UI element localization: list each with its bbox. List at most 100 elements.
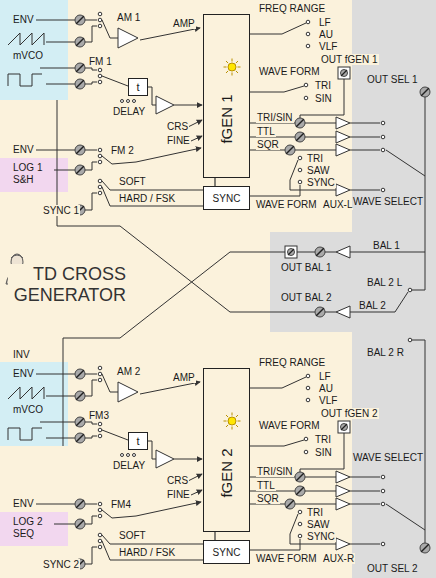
jack-symbol	[420, 87, 430, 97]
jack-body	[295, 132, 305, 142]
panel-label: SAW	[306, 165, 330, 176]
panel-ground	[0, 158, 68, 192]
wire	[350, 477, 380, 478]
wire	[325, 312, 336, 313]
panel-label: FINE	[166, 489, 191, 500]
wire	[85, 193, 97, 210]
switch-contact	[408, 288, 412, 292]
jack-body	[75, 391, 85, 401]
wire	[350, 504, 380, 505]
jack-symbol	[75, 37, 85, 47]
jack-symbol	[75, 417, 85, 427]
amplifier-symbol	[336, 485, 350, 497]
amplifier-symbol	[156, 450, 174, 468]
panel-label: AM 1	[116, 12, 141, 23]
wire	[290, 514, 336, 544]
panel-label: WAVE FORM	[255, 199, 318, 210]
amplifier-symbol	[336, 498, 350, 510]
switch-contact	[98, 148, 102, 152]
switch-contact	[98, 160, 102, 164]
wire	[85, 374, 97, 375]
wire	[350, 150, 380, 151]
wire	[412, 290, 425, 291]
amplifier-symbol	[336, 184, 350, 196]
panel-label: ENV	[12, 498, 35, 509]
wire	[46, 396, 75, 397]
jack-symbol	[75, 63, 85, 73]
switch-contact	[381, 188, 385, 192]
generator-block: fGEN 2	[203, 368, 250, 532]
switch-contact	[306, 20, 310, 24]
wire	[305, 491, 336, 492]
switch-contact	[306, 44, 310, 48]
jack-body	[75, 499, 85, 509]
input-name: mVCO	[12, 404, 44, 415]
block-name: fGEN 2	[219, 448, 235, 497]
amplifier-symbol	[336, 117, 350, 129]
switch-contact	[306, 398, 310, 402]
jack-slash	[76, 166, 84, 174]
panel-label: WAVE FORM	[255, 553, 318, 564]
switch-contact	[98, 508, 102, 512]
panel-label: WAVE SELECT	[352, 196, 424, 207]
switch-contact	[98, 191, 102, 195]
lamp-ray	[236, 425, 238, 427]
block-name: SYNC	[213, 193, 241, 204]
jack-body	[75, 63, 85, 73]
wire	[85, 68, 97, 70]
jack-slash	[76, 520, 84, 528]
square-wave-icon	[8, 74, 42, 86]
jack-slash	[286, 500, 294, 508]
jack-body	[295, 486, 305, 496]
input-name: mVCO	[12, 50, 44, 61]
panel-label: WAVE SELECT	[352, 452, 424, 463]
jack-slash	[76, 392, 84, 400]
amplifier-symbol	[156, 96, 174, 114]
control-arrow	[136, 148, 201, 162]
wire	[350, 544, 380, 545]
switch-contact	[121, 454, 124, 457]
panel-label: CRS	[166, 121, 189, 132]
socket-body	[341, 70, 348, 77]
jack-symbol	[75, 391, 85, 401]
wire	[54, 524, 75, 525]
lamp-ray	[226, 71, 228, 73]
lamp-ray	[238, 421, 241, 422]
jack-slash	[296, 119, 304, 127]
panel-label: FREQ RANGE	[258, 3, 326, 14]
jack-symbol	[285, 145, 295, 155]
switch-contact	[304, 450, 308, 454]
switch-contact	[98, 68, 102, 72]
wire	[46, 42, 75, 43]
wire	[290, 160, 336, 190]
lamp-ray	[236, 61, 238, 63]
jack-body	[295, 118, 305, 128]
lamp-ray	[226, 61, 228, 63]
switch-contact	[298, 156, 302, 160]
switch-contact	[381, 148, 385, 152]
wire	[148, 441, 156, 459]
panel-label: INV	[12, 349, 31, 360]
panel-label: BAL 1	[372, 240, 401, 251]
signal-connector	[214, 178, 215, 186]
block-name: t	[136, 436, 139, 447]
amplifier-symbol	[336, 144, 350, 156]
jack-symbol	[75, 165, 85, 175]
panel-label: TRI	[306, 153, 324, 164]
saw-wave-icon	[8, 33, 44, 45]
control-arrow	[140, 382, 200, 394]
jack-symbol	[75, 79, 85, 89]
lamp-ray	[232, 413, 233, 416]
panel-label: DELAY	[112, 106, 146, 117]
wire	[102, 187, 203, 206]
jack-body	[75, 15, 85, 25]
wire	[350, 252, 425, 253]
panel-label: TTL	[256, 480, 276, 491]
jack-body	[420, 87, 430, 97]
wire	[386, 504, 425, 530]
panel-label: OUT SEL 2	[366, 563, 419, 574]
switch-contact	[306, 386, 310, 390]
switch-contact	[127, 454, 130, 457]
wire	[300, 433, 344, 472]
